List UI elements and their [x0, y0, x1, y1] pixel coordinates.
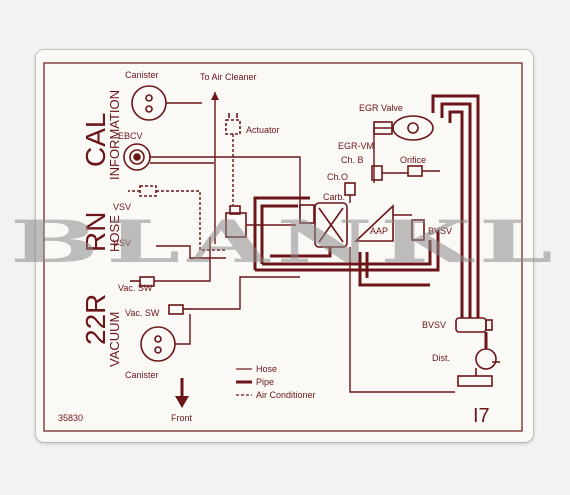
title-block: 22R RN CAL INFORMATION HOSE VACUUM [80, 90, 122, 367]
aap-icon [353, 204, 394, 242]
legend-hose-label: Hose [256, 364, 277, 374]
legend-air-conditioner-label: Air Conditioner [256, 390, 316, 400]
bvsv-lower-icon [455, 317, 493, 333]
ch-b-label: Ch. B [341, 155, 364, 165]
bvsv-upper-icon [411, 219, 425, 241]
front-arrow-icon [175, 378, 189, 408]
vacuum-text: VACUUM [107, 312, 122, 367]
canister-top-icon [131, 85, 167, 121]
legend-pipe-label: Pipe [256, 377, 274, 387]
actuator-icon [225, 113, 241, 135]
vsv-lower-label: VSV [113, 238, 131, 248]
part-number: 35830 [58, 413, 83, 423]
egr-vm-label: EGR-VM [338, 141, 374, 151]
air-cleaner-arrow-icon [211, 92, 219, 100]
ch-o-icon [344, 182, 356, 196]
legend: Hose Pipe Air Conditioner [236, 364, 316, 400]
ebcv-label: EBCV [118, 131, 143, 141]
to-air-cleaner-label: To Air Cleaner [200, 72, 257, 82]
canister-bottom-label: Canister [125, 370, 159, 380]
rn-code: RN [80, 212, 111, 252]
carb-label: Carb. [323, 192, 345, 202]
information-text: INFORMATION [107, 90, 122, 180]
page-code: I7 [473, 405, 490, 427]
egr-valve-label: EGR Valve [359, 103, 403, 113]
cal-code: CAL [80, 113, 111, 167]
bvsv-lower-label: BVSV [422, 320, 446, 330]
inner-border [43, 62, 523, 432]
actuator-label: Actuator [246, 125, 280, 135]
orifice-icon [407, 165, 423, 177]
vsv-upper-icon [139, 185, 157, 197]
watermark: BLANKL [10, 208, 560, 276]
dist-label: Dist. [432, 353, 450, 363]
orifice-label: Orifice [400, 155, 426, 165]
canister-bottom-icon [140, 326, 176, 362]
pipe-lines [253, 94, 488, 349]
vsv-upper-label: VSV [113, 202, 131, 212]
ebcv-icon [123, 143, 151, 171]
front-label: Front [171, 413, 193, 423]
vac-sw-lower-icon [168, 304, 193, 315]
aap-label: AAP [370, 226, 388, 236]
vac-sw-lower-label: Vac. SW [125, 308, 160, 318]
distributor-icon [457, 348, 500, 387]
ch-o-label: Ch.O [327, 172, 348, 182]
vac-sw-upper-label: Vac. SW [118, 283, 153, 293]
model-code: 22R [80, 294, 111, 345]
hose-text: HOSE [107, 215, 122, 252]
bvsv-upper-label: BVSV [428, 226, 452, 236]
canister-top-label: Canister [125, 70, 159, 80]
